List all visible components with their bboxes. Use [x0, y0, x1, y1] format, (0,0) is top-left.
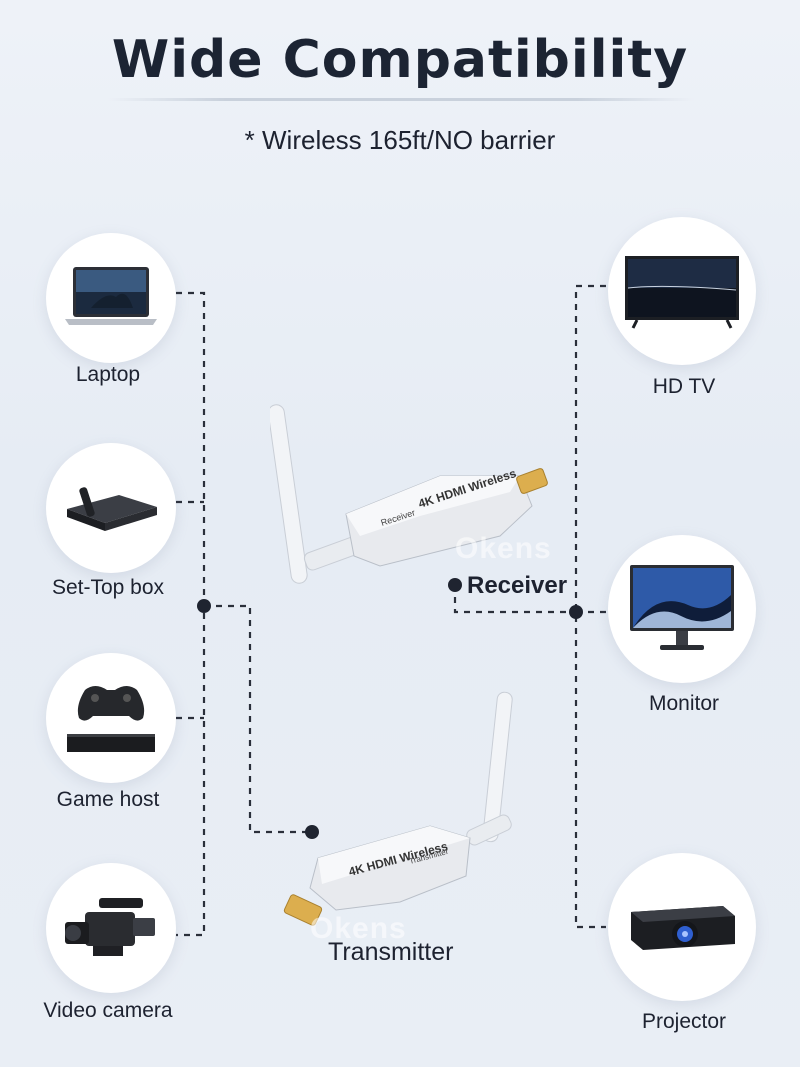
hd-tv-label: HD TV [652, 375, 716, 398]
watermark-receiver: Okens [455, 532, 552, 565]
page-title: Wide Compatibility [111, 30, 689, 90]
game-host-label: Game host [56, 788, 160, 811]
receiver-device: 4K HDMI Wireless Receiver [270, 404, 548, 584]
video-camera-icon [65, 898, 155, 956]
transmitter-device: 4K HDMI Wireless Transmitter [283, 691, 513, 926]
receiver-dot [448, 578, 462, 592]
projector-device [608, 853, 756, 1001]
monitor-icon [630, 565, 734, 650]
transmitter-dot [305, 825, 319, 839]
game-console-icon [67, 686, 155, 752]
transmitter-label: Transmitter [328, 938, 454, 966]
tv-icon [625, 256, 739, 329]
video-camera-label: Video camera [43, 999, 173, 1022]
right-junction-dot [569, 605, 583, 619]
receiver-label: Receiver [467, 572, 568, 599]
laptop-label: Laptop [75, 363, 141, 386]
video-camera-device [46, 863, 176, 993]
set-top-box-icon [67, 487, 157, 531]
set-top-box-label: Set-Top box [51, 576, 165, 599]
laptop-icon [65, 267, 157, 325]
left-junction-dot [197, 599, 211, 613]
watermark-transmitter: Okens [310, 912, 407, 945]
game-console-device [46, 653, 176, 783]
set-top-box-device [46, 443, 176, 573]
projector-icon [631, 906, 735, 950]
hd-tv-device [608, 217, 756, 365]
projector-label: Projector [641, 1010, 727, 1033]
monitor-label: Monitor [648, 692, 720, 715]
monitor-device [608, 535, 756, 683]
title-divider [108, 98, 694, 101]
page-subtitle: * Wireless 165ft/NO barrier [244, 125, 556, 155]
laptop-device [46, 233, 176, 363]
